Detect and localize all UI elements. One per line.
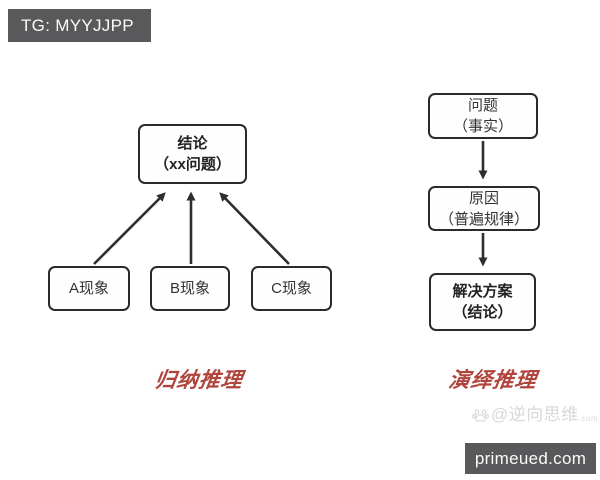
arrow-c-to-conclusion (219, 192, 290, 265)
node-solution-line1: 解决方案 (452, 283, 513, 300)
watermark-suffix: .com (578, 414, 599, 423)
deduction-caption: 演绎推理 (447, 369, 539, 392)
node-phenomenon-a-label: A现象 (68, 280, 109, 297)
node-phenomenon-c-label: C现象 (271, 280, 312, 297)
author-watermark: @逆向思维 .com (472, 403, 598, 425)
node-cause-line2: （普遍规律） (438, 210, 529, 228)
tg-handle-text: TG: MYYJJPP (21, 15, 134, 35)
node-cause-line1: 原因 (468, 189, 499, 207)
watermark-handle: @逆向思维 (491, 405, 579, 424)
node-solution-line2: （结论） (452, 304, 513, 321)
tg-handle-badge: TG: MYYJJPP (8, 9, 151, 42)
node-phenomenon-c: C现象 (251, 266, 332, 311)
node-problem-line1: 问题 (467, 97, 498, 114)
node-problem: 问题 （事实） (428, 93, 538, 139)
site-badge-text: primeued.com (474, 448, 587, 468)
node-phenomenon-a: A现象 (48, 266, 130, 311)
node-phenomenon-b-label: B现象 (169, 280, 210, 297)
node-cause: 原因 （普遍规律） (428, 186, 540, 231)
induction-caption: 归纳推理 (153, 369, 245, 392)
node-conclusion: 结论 （xx问题） (138, 124, 247, 184)
node-phenomenon-b: B现象 (150, 266, 230, 311)
arrow-a-to-conclusion (93, 192, 166, 265)
node-conclusion-line1: 结论 (177, 135, 208, 152)
node-conclusion-line2: （xx问题） (154, 156, 231, 173)
node-problem-line2: （事实） (452, 118, 513, 135)
site-badge: primeued.com (465, 443, 596, 474)
paw-icon (472, 409, 489, 422)
node-solution: 解决方案 （结论） (429, 273, 536, 331)
